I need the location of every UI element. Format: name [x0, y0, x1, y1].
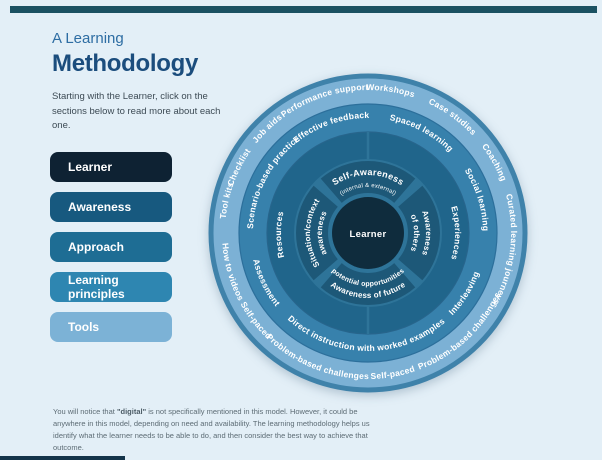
awareness-label: Awareness	[420, 209, 433, 257]
header-description: Starting with the Learner, click on the …	[52, 91, 221, 132]
methodology-diagram: Learner Tool kits Checklist Job aids Per…	[208, 73, 528, 393]
footnote-pre: You will notice that	[53, 407, 117, 416]
footnote-post: is not specifically mentioned in this mo…	[53, 407, 370, 452]
sidebar-item-approach[interactable]: Approach	[50, 232, 172, 262]
awareness-label: awareness	[315, 209, 329, 256]
segment-awareness-left[interactable]	[296, 185, 339, 281]
sidebar-item-tools[interactable]: Tools	[50, 312, 172, 342]
sidebar-item-learner[interactable]: Learner	[50, 152, 172, 182]
awareness-label: of others	[409, 213, 421, 253]
segment-awareness-right[interactable]	[397, 185, 440, 281]
page-title: Methodology	[52, 50, 199, 77]
bottom-accent-bar	[0, 456, 125, 460]
learner-label: Learner	[350, 229, 387, 240]
segment-awareness-top[interactable]	[320, 161, 416, 204]
sidebar-item-learning-principles[interactable]: Learning principles	[50, 272, 172, 302]
approach-label: Experiences	[449, 205, 463, 261]
learner-circle[interactable]	[332, 197, 404, 269]
header-eyebrow: A Learning	[52, 30, 124, 47]
footnote-bold-digital: "digital"	[116, 407, 147, 416]
footnote: You will notice that "digital" is not sp…	[53, 406, 381, 454]
top-accent-bar	[10, 6, 597, 13]
sidebar-item-awareness[interactable]: Awareness	[50, 192, 172, 222]
section-nav: Learner Awareness Approach Learning prin…	[50, 152, 172, 342]
segment-awareness-bottom[interactable]	[320, 262, 416, 305]
header: A Learning Methodology Starting with the…	[52, 30, 262, 134]
